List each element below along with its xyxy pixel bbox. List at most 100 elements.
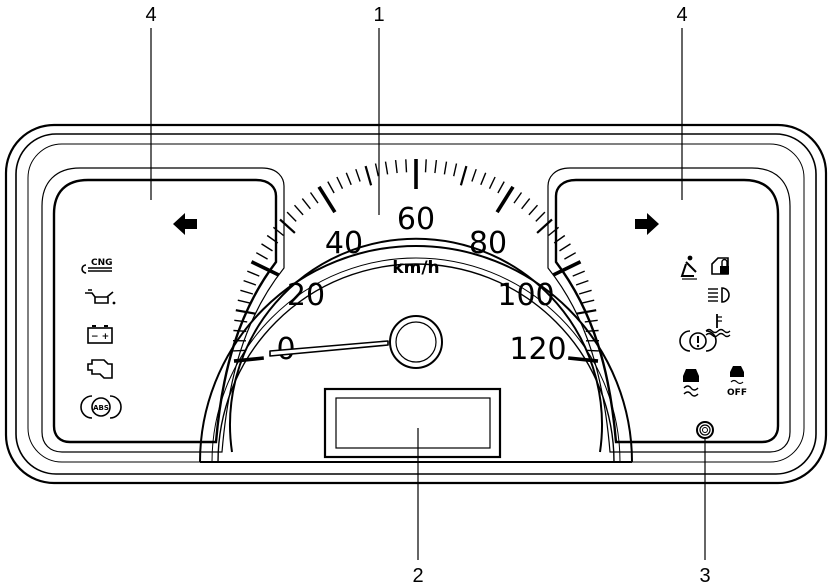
- minor-tick: [345, 172, 352, 186]
- minor-tick: [243, 279, 257, 286]
- minor-tick: [553, 234, 566, 244]
- esp-skid-icon: [683, 369, 699, 397]
- minor-tick: [584, 319, 598, 323]
- minor-tick: [255, 252, 268, 260]
- turn-signal-left-icon: [173, 213, 197, 235]
- minor-tick: [374, 163, 379, 177]
- minor-tick: [272, 226, 284, 237]
- oil-pressure-icon: [85, 289, 116, 305]
- svg-text:− +: − +: [91, 332, 109, 342]
- minor-tick: [424, 159, 427, 173]
- esp-off-label: OFF: [727, 388, 747, 398]
- esp-off-icon: OFF: [727, 366, 747, 398]
- minor-tick: [234, 319, 248, 323]
- minor-tick: [536, 218, 553, 234]
- minor-tick: [585, 349, 599, 352]
- minor-tick: [309, 192, 319, 204]
- speed-label-20: 20: [287, 278, 325, 313]
- minor-tick: [247, 270, 260, 277]
- minor-tick: [237, 299, 251, 304]
- left-panel: [41, 167, 285, 453]
- needle-hub: [389, 315, 443, 369]
- callout-2: 2: [412, 565, 423, 586]
- minor-tick: [575, 279, 589, 286]
- minor-tick: [355, 168, 361, 182]
- minor-tick: [405, 159, 408, 173]
- seatbelt-reminder-icon: [680, 255, 697, 280]
- minor-tick: [548, 226, 560, 237]
- check-engine-icon: [87, 359, 113, 379]
- minor-tick: [293, 204, 304, 216]
- minor-tick: [384, 161, 389, 175]
- abs-label: ABS: [93, 404, 109, 412]
- minor-tick: [488, 176, 496, 190]
- speed-label-120: 120: [509, 332, 566, 367]
- minor-tick: [497, 181, 505, 194]
- trip-reset-knob[interactable]: [696, 421, 714, 439]
- callout-3: 3: [699, 565, 710, 586]
- minor-tick: [443, 161, 448, 175]
- minor-tick: [364, 165, 373, 186]
- minor-tick: [235, 309, 256, 315]
- callout-4-right: 4: [676, 4, 687, 26]
- speed-unit-label: km/h: [392, 258, 439, 278]
- minor-tick: [301, 198, 311, 210]
- turn-signal-right-icon: [635, 213, 659, 235]
- callout-labels: 4 1 4 2 3: [145, 4, 710, 586]
- major-tick: [495, 185, 515, 214]
- minor-tick: [581, 299, 595, 304]
- minor-tick: [572, 270, 585, 277]
- battery-icon: − +: [87, 325, 113, 344]
- minor-tick: [480, 172, 487, 186]
- major-tick: [568, 356, 599, 363]
- minor-tick: [233, 329, 247, 332]
- speed-label-40: 40: [325, 226, 363, 261]
- cng-label: CNG: [91, 258, 113, 268]
- minor-tick: [559, 243, 571, 252]
- minor-tick: [336, 176, 344, 190]
- callout-4-left: 4: [145, 4, 156, 26]
- speed-label-80: 80: [469, 226, 507, 261]
- speedometer-bezel: [199, 237, 633, 463]
- minor-tick: [535, 211, 546, 222]
- minor-tick: [585, 329, 599, 332]
- right-panel: [547, 167, 791, 453]
- cng-wrench-icon: CNG: [81, 258, 113, 274]
- minor-tick: [513, 192, 523, 204]
- minor-tick: [528, 204, 539, 216]
- information-display: [323, 387, 502, 459]
- security-lock-icon: [711, 257, 729, 275]
- minor-tick: [261, 243, 273, 252]
- headlight-high-beam-icon: [708, 287, 730, 303]
- minor-tick: [434, 160, 438, 174]
- speed-label-60: 60: [397, 202, 435, 237]
- minor-tick: [279, 218, 296, 234]
- major-tick: [317, 185, 337, 214]
- minor-tick: [286, 211, 297, 222]
- minor-tick: [576, 309, 597, 315]
- minor-tick: [521, 198, 531, 210]
- left-warning-icons: CNG − + ABS: [80, 213, 197, 419]
- minor-tick: [240, 289, 254, 295]
- abs-warning-icon: ABS: [80, 395, 122, 419]
- minor-tick: [471, 168, 477, 182]
- callout-lines: [150, 28, 706, 560]
- minor-tick: [394, 160, 398, 174]
- coolant-temperature-icon: [705, 314, 731, 338]
- minor-tick: [578, 289, 592, 295]
- major-tick: [233, 356, 264, 363]
- right-warning-icons: OFF: [635, 213, 747, 439]
- callout-1: 1: [373, 4, 384, 26]
- speedometer-needle: [269, 340, 389, 357]
- minor-tick: [459, 165, 468, 186]
- minor-tick: [564, 252, 577, 260]
- speedometer-ticks: [232, 159, 600, 363]
- major-tick: [250, 260, 280, 277]
- minor-tick: [233, 349, 247, 352]
- speed-label-100: 100: [497, 278, 554, 313]
- major-tick: [552, 260, 582, 277]
- minor-tick: [327, 181, 335, 194]
- brake-warning-icon: [679, 330, 717, 352]
- minor-tick: [453, 163, 458, 177]
